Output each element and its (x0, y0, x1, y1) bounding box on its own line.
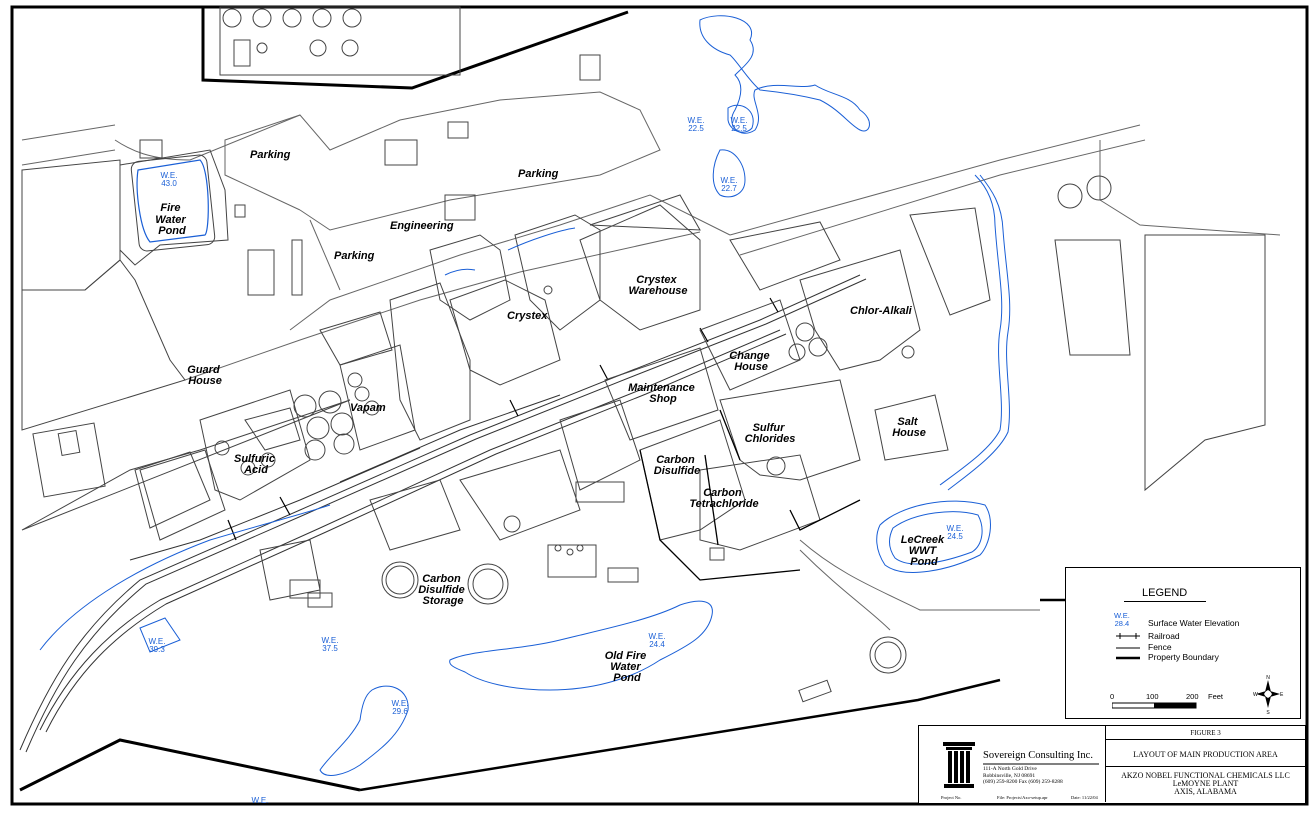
we-label: W.E. (252, 796, 269, 805)
property-boundary-3 (359, 678, 1001, 792)
address-line: Robbinsville, NJ 08691 (983, 772, 1036, 779)
scale-tick-200: 200 (1186, 692, 1199, 701)
north-arrow-s: S (1266, 710, 1270, 714)
client-line: AKZO NOBEL FUNCTIONAL CHEMICALS LLC (1121, 771, 1290, 780)
company-name: Sovereign Consulting Inc. (983, 750, 1093, 761)
we-label: W.E.29.6 (392, 699, 409, 716)
client-name: AKZO NOBEL FUNCTIONAL CHEMICALS LLC LeMO… (1106, 772, 1305, 796)
label-engineering: Engineering (390, 220, 454, 232)
roads (21, 91, 1281, 631)
title-block: Sovereign Consulting Inc. 111-A North Go… (918, 725, 1306, 804)
legend-item-property-boundary: Property Boundary (1148, 652, 1219, 662)
we-label: W.E.22.5 (731, 116, 748, 133)
label-sulfuric-acid: Sulfuric Acid (234, 453, 278, 476)
legend-title: LEGEND (1142, 587, 1188, 599)
legend-we-symbol-line1: W.E. (1114, 611, 1130, 620)
fence-lines (639, 409, 861, 581)
drawing-title: LAYOUT OF MAIN PRODUCTION AREA (1133, 750, 1278, 759)
label-carbon-tetrachloride: Carbon Tetrachloride (689, 487, 758, 510)
we-label: W.E.22.5 (688, 116, 705, 133)
file-name: File: Projects\Axo-setup.apr (997, 795, 1048, 800)
map-frame (10, 5, 1309, 806)
we-label: W.E.37.5 (322, 636, 339, 653)
property-boundary-2 (19, 738, 361, 792)
north-arrow-icon: N S W E (1253, 675, 1284, 714)
fire-water-pond-shoreline (136, 159, 209, 243)
title-block-drawing-info: FIGURE 3 LAYOUT OF MAIN PRODUCTION AREA … (1106, 726, 1305, 802)
label-maintenance-shop: Maintenance Shop (628, 382, 698, 405)
scale-tick-100: 100 (1146, 692, 1159, 701)
label-change-house: Change House (729, 350, 772, 373)
drawing-date: Date: 11/22/04 (1071, 795, 1098, 800)
column-logo-icon (943, 742, 975, 788)
label-parking-3: Parking (334, 250, 375, 262)
legend-item-fence: Fence (1148, 642, 1172, 652)
north-arrow-w: W (1253, 692, 1258, 698)
legend-railroad-symbol (1116, 633, 1140, 639)
label-carbon-disulfide: Carbon Disulfide (654, 454, 700, 477)
legend-we-symbol: W.E. 28.4 (1114, 612, 1130, 628)
label-parking-2: Parking (518, 168, 559, 180)
scale-unit: Feet (1208, 692, 1224, 701)
label-crystex: Crystex (507, 310, 548, 322)
north-arrow-e: E (1280, 692, 1284, 698)
label-parking-1: Parking (250, 149, 291, 161)
label-lecreek-wwt-pond: LeCreek WWT Pond (901, 534, 947, 568)
client-line: LeMOYNE PLANT (1172, 779, 1239, 788)
legend-item-surface-water: Surface Water Elevation (1148, 618, 1240, 628)
water-elevation-labels: W.E.43.0 W.E.22.5 W.E.22.5 W.E.22.7 W.E.… (149, 116, 964, 805)
north-tank-farm (219, 6, 461, 76)
label-chlor-alkali: Chlor-Alkali (850, 305, 913, 317)
building-footprints (139, 54, 1266, 703)
legend-we-symbol-line2: 28.4 (1114, 619, 1130, 628)
company-address: 111-A North Gold Drive Robbinsville, NJ … (983, 766, 1063, 786)
we-label: W.E.39.3 (149, 637, 166, 654)
area-labels: Parking Parking Parking Engineering Fire… (155, 149, 947, 684)
title-block-company: Sovereign Consulting Inc. 111-A North Go… (919, 726, 1106, 802)
legend-boundary-symbol (1116, 656, 1140, 660)
project-number: Project No. (941, 795, 962, 800)
fire-water-pond-inner (139, 139, 163, 159)
legend-item-railroad: Railroad (1148, 631, 1180, 641)
we-label: W.E.22.7 (721, 176, 738, 193)
company-underline (983, 763, 1099, 765)
address-line: 111-A North Gold Drive (983, 766, 1037, 772)
west-parcels (21, 159, 351, 531)
label-cs2-storage: Carbon Disulfide Storage (418, 573, 468, 607)
figure-rule (1106, 739, 1305, 740)
tanks (214, 175, 1112, 674)
figure-number: FIGURE 3 (1190, 729, 1221, 737)
label-guard-house: Guard House (187, 364, 222, 387)
title-rule (1106, 766, 1305, 767)
label-vapam: Vapam (350, 402, 386, 414)
legend-title-underline (1124, 601, 1206, 602)
railroad-ties (227, 297, 779, 541)
we-label: W.E.24.4 (649, 632, 666, 649)
property-boundary (201, 7, 629, 90)
label-fire-water-pond: Fire Water Pond (155, 202, 188, 237)
client-line: AXIS, ALABAMA (1174, 787, 1237, 796)
fire-water-pond-area (119, 149, 229, 266)
we-label: W.E.43.0 (161, 171, 178, 188)
legend: LEGEND W.E. 28.4 Surface Water Elevation… (1065, 567, 1301, 719)
label-salt-house: Salt House (892, 416, 926, 439)
label-crystex-warehouse: Crystex Warehouse (628, 274, 687, 297)
label-old-fire-water-pond: Old Fire Water Pond (605, 650, 650, 684)
scale-tick-0: 0 (1110, 692, 1115, 701)
water-features (39, 15, 1011, 776)
north-arrow-n: N (1266, 675, 1270, 681)
legend-fence-symbol (1116, 647, 1140, 649)
railroad (19, 274, 867, 753)
scale-bar-graphic (1112, 702, 1197, 709)
address-line: (609) 259-8200 Fax (609) 259-8288 (983, 779, 1063, 785)
we-label: W.E.24.5 (947, 524, 964, 541)
label-sulfur-chlorides: Sulfur Chlorides (745, 422, 796, 445)
